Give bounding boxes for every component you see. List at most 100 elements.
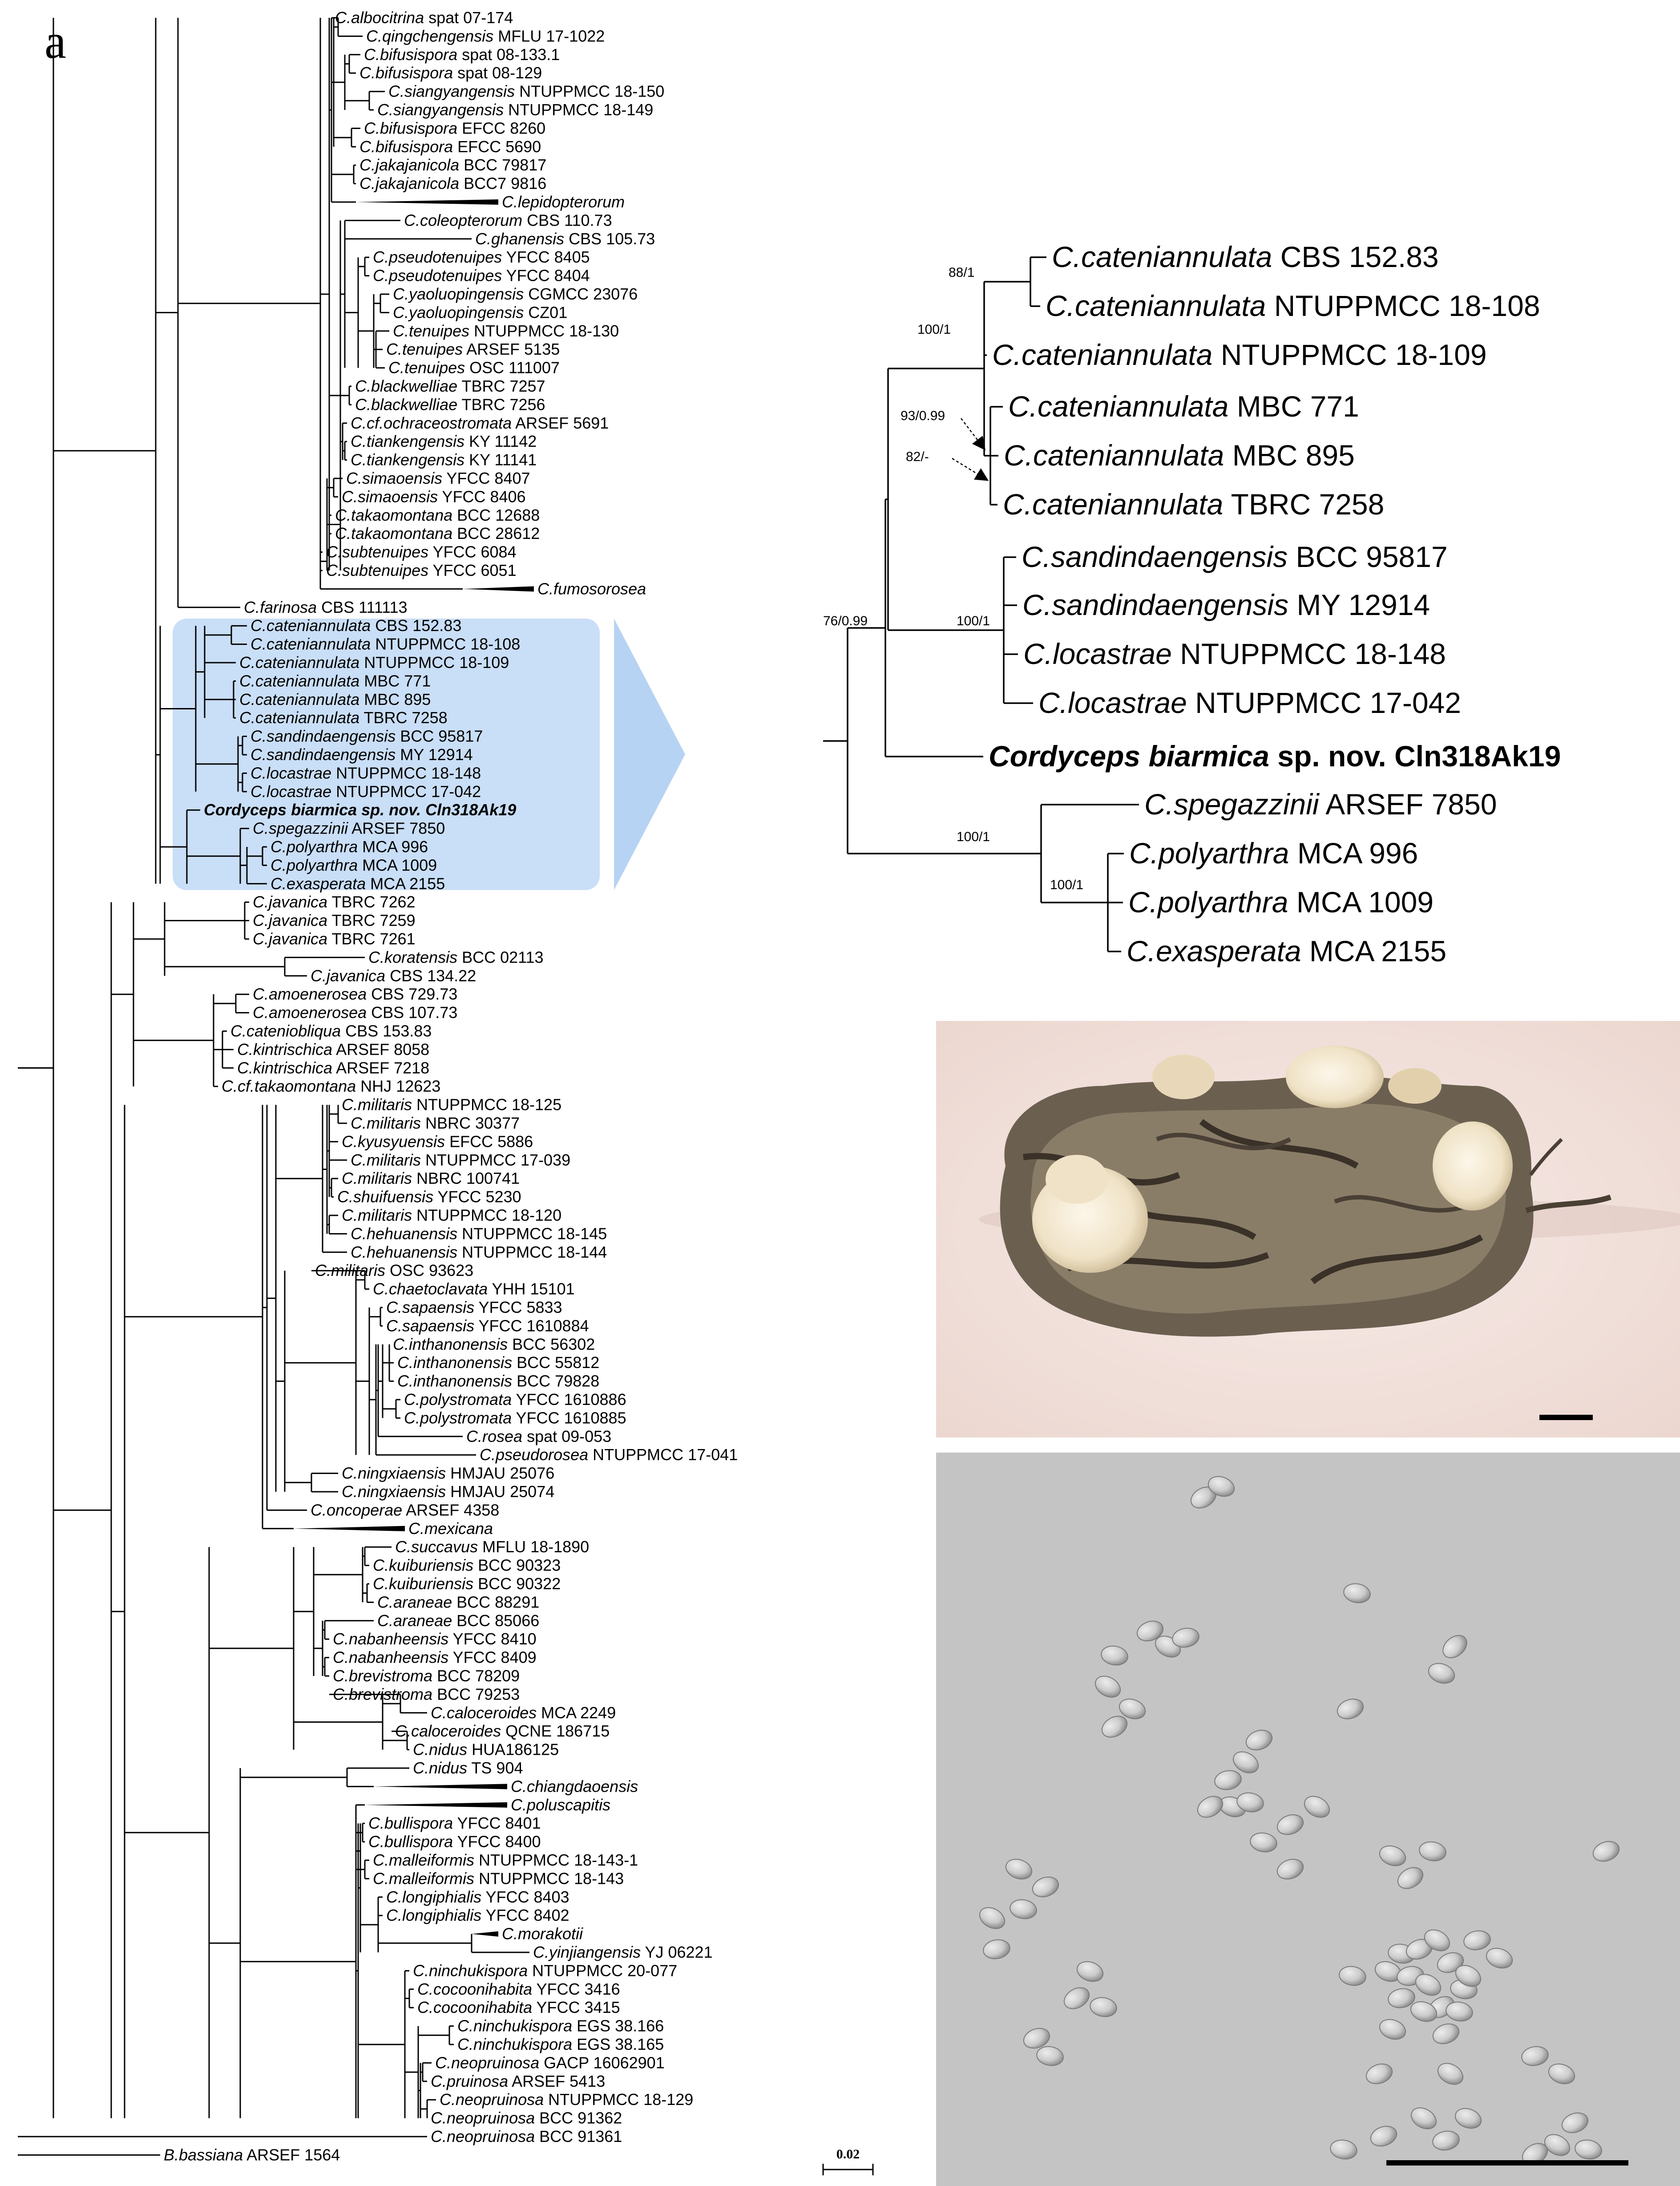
zoom-taxon-label: C.cateniannulata MBC 771 xyxy=(1008,390,1359,423)
overview-taxon-label: C.nabanheensis YFCC 8410 xyxy=(333,1630,537,1648)
overview-taxon-label: C.pruinosa ARSEF 5413 xyxy=(431,2072,605,2090)
overview-taxon-label: C.brevistroma BCC 78209 xyxy=(333,1667,520,1685)
overview-taxon-label: C.albocitrina spat 07-174 xyxy=(335,8,513,27)
conidium xyxy=(1236,1792,1264,1813)
overview-taxon-label: C.polyarthra MCA 1009 xyxy=(271,856,437,874)
overview-taxon-label: C.sapaensis YFCC 1610884 xyxy=(386,1316,589,1335)
overview-taxon-label: C.inthanonensis BCC 79828 xyxy=(397,1372,599,1390)
overview-taxon-label: C.jakajanicola BCC7 9816 xyxy=(359,174,546,193)
overview-taxon-label: C.sapaensis YFCC 5833 xyxy=(386,1298,562,1316)
zoom-taxon-label: C.spegazzinii ARSEF 7850 xyxy=(1144,788,1497,821)
overview-taxon-label: C.caloceroides QCNE 186715 xyxy=(395,1722,610,1740)
conidium xyxy=(1094,1676,1121,1698)
overview-taxon-label: C.poluscapitis xyxy=(511,1796,610,1814)
conidium xyxy=(1432,2130,1460,2151)
overview-taxon-label: C.longiphialis YFCC 8403 xyxy=(386,1888,569,1906)
conidium xyxy=(1544,2134,1571,2156)
overview-taxon-label: C.blackwelliae TBRC 7256 xyxy=(355,395,545,413)
overview-taxon-label: C.tenuipes NTUPPMCC 18-130 xyxy=(393,322,619,340)
overview-taxon-label: C.kuiburiensis BCC 90323 xyxy=(373,1556,561,1575)
conidium xyxy=(1005,1858,1033,1880)
overview-taxon-label: C.sandindaengensis BCC 95817 xyxy=(250,727,483,745)
conidium xyxy=(979,1907,1006,1929)
conidium xyxy=(1076,1961,1104,1982)
overview-taxon-label: C.rosea spat 09-053 xyxy=(466,1427,611,1445)
conidium xyxy=(1521,2046,1549,2066)
conidium xyxy=(983,1939,1010,1959)
overview-taxon-label: C.cocoonihabita YFCC 3416 xyxy=(417,1980,620,1998)
zoom-taxon-label: C.locastrae NTUPPMCC 18-148 xyxy=(1023,637,1446,670)
overview-taxon-label: C.cateniannulata CBS 152.83 xyxy=(250,616,461,635)
overview-taxon-label: C.amoenerosea CBS 107.73 xyxy=(253,1004,457,1022)
conidium xyxy=(1592,1841,1620,1862)
conidium xyxy=(1010,1899,1037,1919)
overview-taxon-label: C.locastrae NTUPPMCC 17-042 xyxy=(250,782,481,801)
overview-taxon-label: C.subtenuipes YFCC 6084 xyxy=(326,543,517,561)
conidium xyxy=(1232,1751,1259,1773)
overview-taxon-label: B.bassiana ARSEF 1564 xyxy=(164,2146,340,2164)
overview-taxon-label: C.kuiburiensis BCC 90322 xyxy=(373,1575,561,1593)
conidium xyxy=(1575,2139,1602,2160)
conidium xyxy=(1023,2028,1050,2049)
overview-taxon-label: C.bifusispora EFCC 8260 xyxy=(364,119,545,137)
zoom-taxon-label: C.cateniannulata NTUPPMCC 18-109 xyxy=(992,338,1487,371)
overview-taxon-label: C.hehuanensis NTUPPMCC 18-145 xyxy=(351,1224,607,1243)
overview-taxon-label: C.siangyangensis NTUPPMCC 18-149 xyxy=(377,101,653,119)
overview-taxon-label: C.militaris NBRC 100741 xyxy=(342,1169,520,1187)
overview-taxon-label: C.spegazzinii ARSEF 7850 xyxy=(253,819,445,838)
conidium xyxy=(1365,2063,1393,2085)
conidium xyxy=(1304,1796,1330,1818)
overview-taxon-label: C.inthanonensis BCC 56302 xyxy=(393,1335,595,1353)
overview-taxon-label: C.brevistroma BCC 79253 xyxy=(333,1685,520,1703)
overview-taxon-label: C.militaris NTUPPMCC 17-039 xyxy=(351,1151,570,1169)
conidium xyxy=(1437,1952,1464,1973)
overview-taxon-label: C.longiphialis YFCC 8402 xyxy=(386,1906,569,1924)
zoom-taxon-label: C.exasperata MCA 2155 xyxy=(1127,935,1446,968)
zoom-taxon-label: C.polyarthra MCA 1009 xyxy=(1128,886,1434,919)
conidium xyxy=(1339,1966,1366,1986)
conidium xyxy=(1090,1997,1117,2017)
conidium xyxy=(1136,1620,1164,1642)
conidium xyxy=(1370,2125,1397,2147)
overview-taxon-label: C.pseudotenuipes YFCC 8405 xyxy=(373,248,590,266)
zoom-tree-support-values: 88/1 100/1 93/0.99 82/- 76/0.99 100/1 10… xyxy=(823,265,1083,892)
overview-taxon-label: C.malleiformis NTUPPMCC 18-143 xyxy=(373,1869,624,1887)
overview-taxon-label: C.hehuanensis NTUPPMCC 18-144 xyxy=(351,1243,607,1261)
conidium xyxy=(1486,1947,1513,1969)
overview-taxon-label: C.takaomontana BCC 12688 xyxy=(335,506,540,524)
conidium xyxy=(1388,1988,1415,2008)
zoom-taxon-label: C.cateniannulata MBC 895 xyxy=(1004,439,1355,472)
conidium xyxy=(1455,1965,1482,1987)
conidium xyxy=(1276,1858,1304,1880)
overview-taxon-label: C.succavus MFLU 18-1890 xyxy=(395,1538,589,1556)
panel-c-micrograph xyxy=(936,1453,1680,2186)
overview-taxon-label: C.ninchukispora EGS 38.166 xyxy=(457,2017,664,2035)
conidium xyxy=(1101,1645,1128,1666)
overview-taxon-label: C.cocoonihabita YFCC 3415 xyxy=(417,1998,620,2016)
conidium xyxy=(1172,1627,1199,1648)
conidium xyxy=(1101,1716,1128,1738)
scale-bar: 0.02 xyxy=(822,2147,874,2175)
overview-taxon-label: C.ningxiaensis HMJAU 25074 xyxy=(342,1482,554,1501)
overview-taxon-label: C.koratensis BCC 02113 xyxy=(368,948,544,966)
overview-taxon-label: C.nidus TS 904 xyxy=(413,1759,523,1777)
conidium xyxy=(1446,2001,1473,2022)
overview-taxon-label: C.inthanonensis BCC 55812 xyxy=(397,1353,599,1372)
overview-taxon-label: C.jakajanicola BCC 79817 xyxy=(359,156,546,174)
conidium xyxy=(1415,1974,1442,1996)
overview-taxon-label: C.ninchukispora EGS 38.165 xyxy=(457,2035,664,2053)
overview-taxon-label: C.locastrae NTUPPMCC 18-148 xyxy=(250,764,481,782)
scale-bar-label: 0.02 xyxy=(836,2147,860,2162)
overview-taxon-label: C.farinosa CBS 111113 xyxy=(244,598,408,616)
conidium xyxy=(1410,2107,1437,2129)
conidium xyxy=(1432,2023,1460,2044)
conidium xyxy=(1214,1770,1242,1790)
zoom-taxon-label: C.cateniannulata CBS 152.83 xyxy=(1052,240,1439,273)
overview-taxon-label: C.yaoluopingensis CGMCC 23076 xyxy=(393,285,638,303)
overview-taxon-label: C.mexicana xyxy=(408,1519,493,1538)
overview-taxon-label: C.malleiformis NTUPPMCC 18-143-1 xyxy=(373,1851,638,1869)
collapsed-clade xyxy=(365,1802,507,1808)
support-76: 76/0.99 xyxy=(823,614,868,628)
zoom-taxon-label: C.locastrae NTUPPMCC 17-042 xyxy=(1038,686,1461,719)
conidium xyxy=(1463,1930,1491,1951)
